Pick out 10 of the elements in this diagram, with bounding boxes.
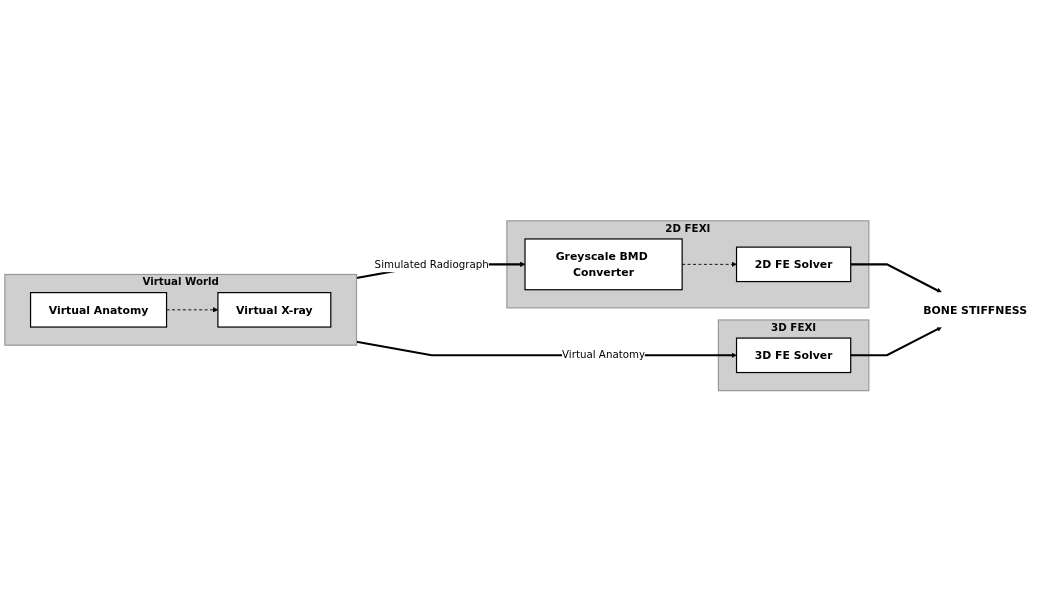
node-box: Greyscale BMD Converter [524, 238, 683, 291]
arrow [850, 263, 942, 293]
arrow [850, 326, 942, 357]
node-box: 2D FE Solver [735, 246, 852, 282]
node-text: BONE STIFFNESS [923, 303, 1027, 316]
node-box: Virtual Anatomy [29, 291, 168, 328]
node-box: Virtual X-ray [217, 291, 332, 328]
edge-label: Virtual Anatomy [562, 348, 646, 361]
edge-label: Simulated Radiograph [374, 257, 489, 270]
node-box: 3D FE Solver [735, 337, 852, 373]
